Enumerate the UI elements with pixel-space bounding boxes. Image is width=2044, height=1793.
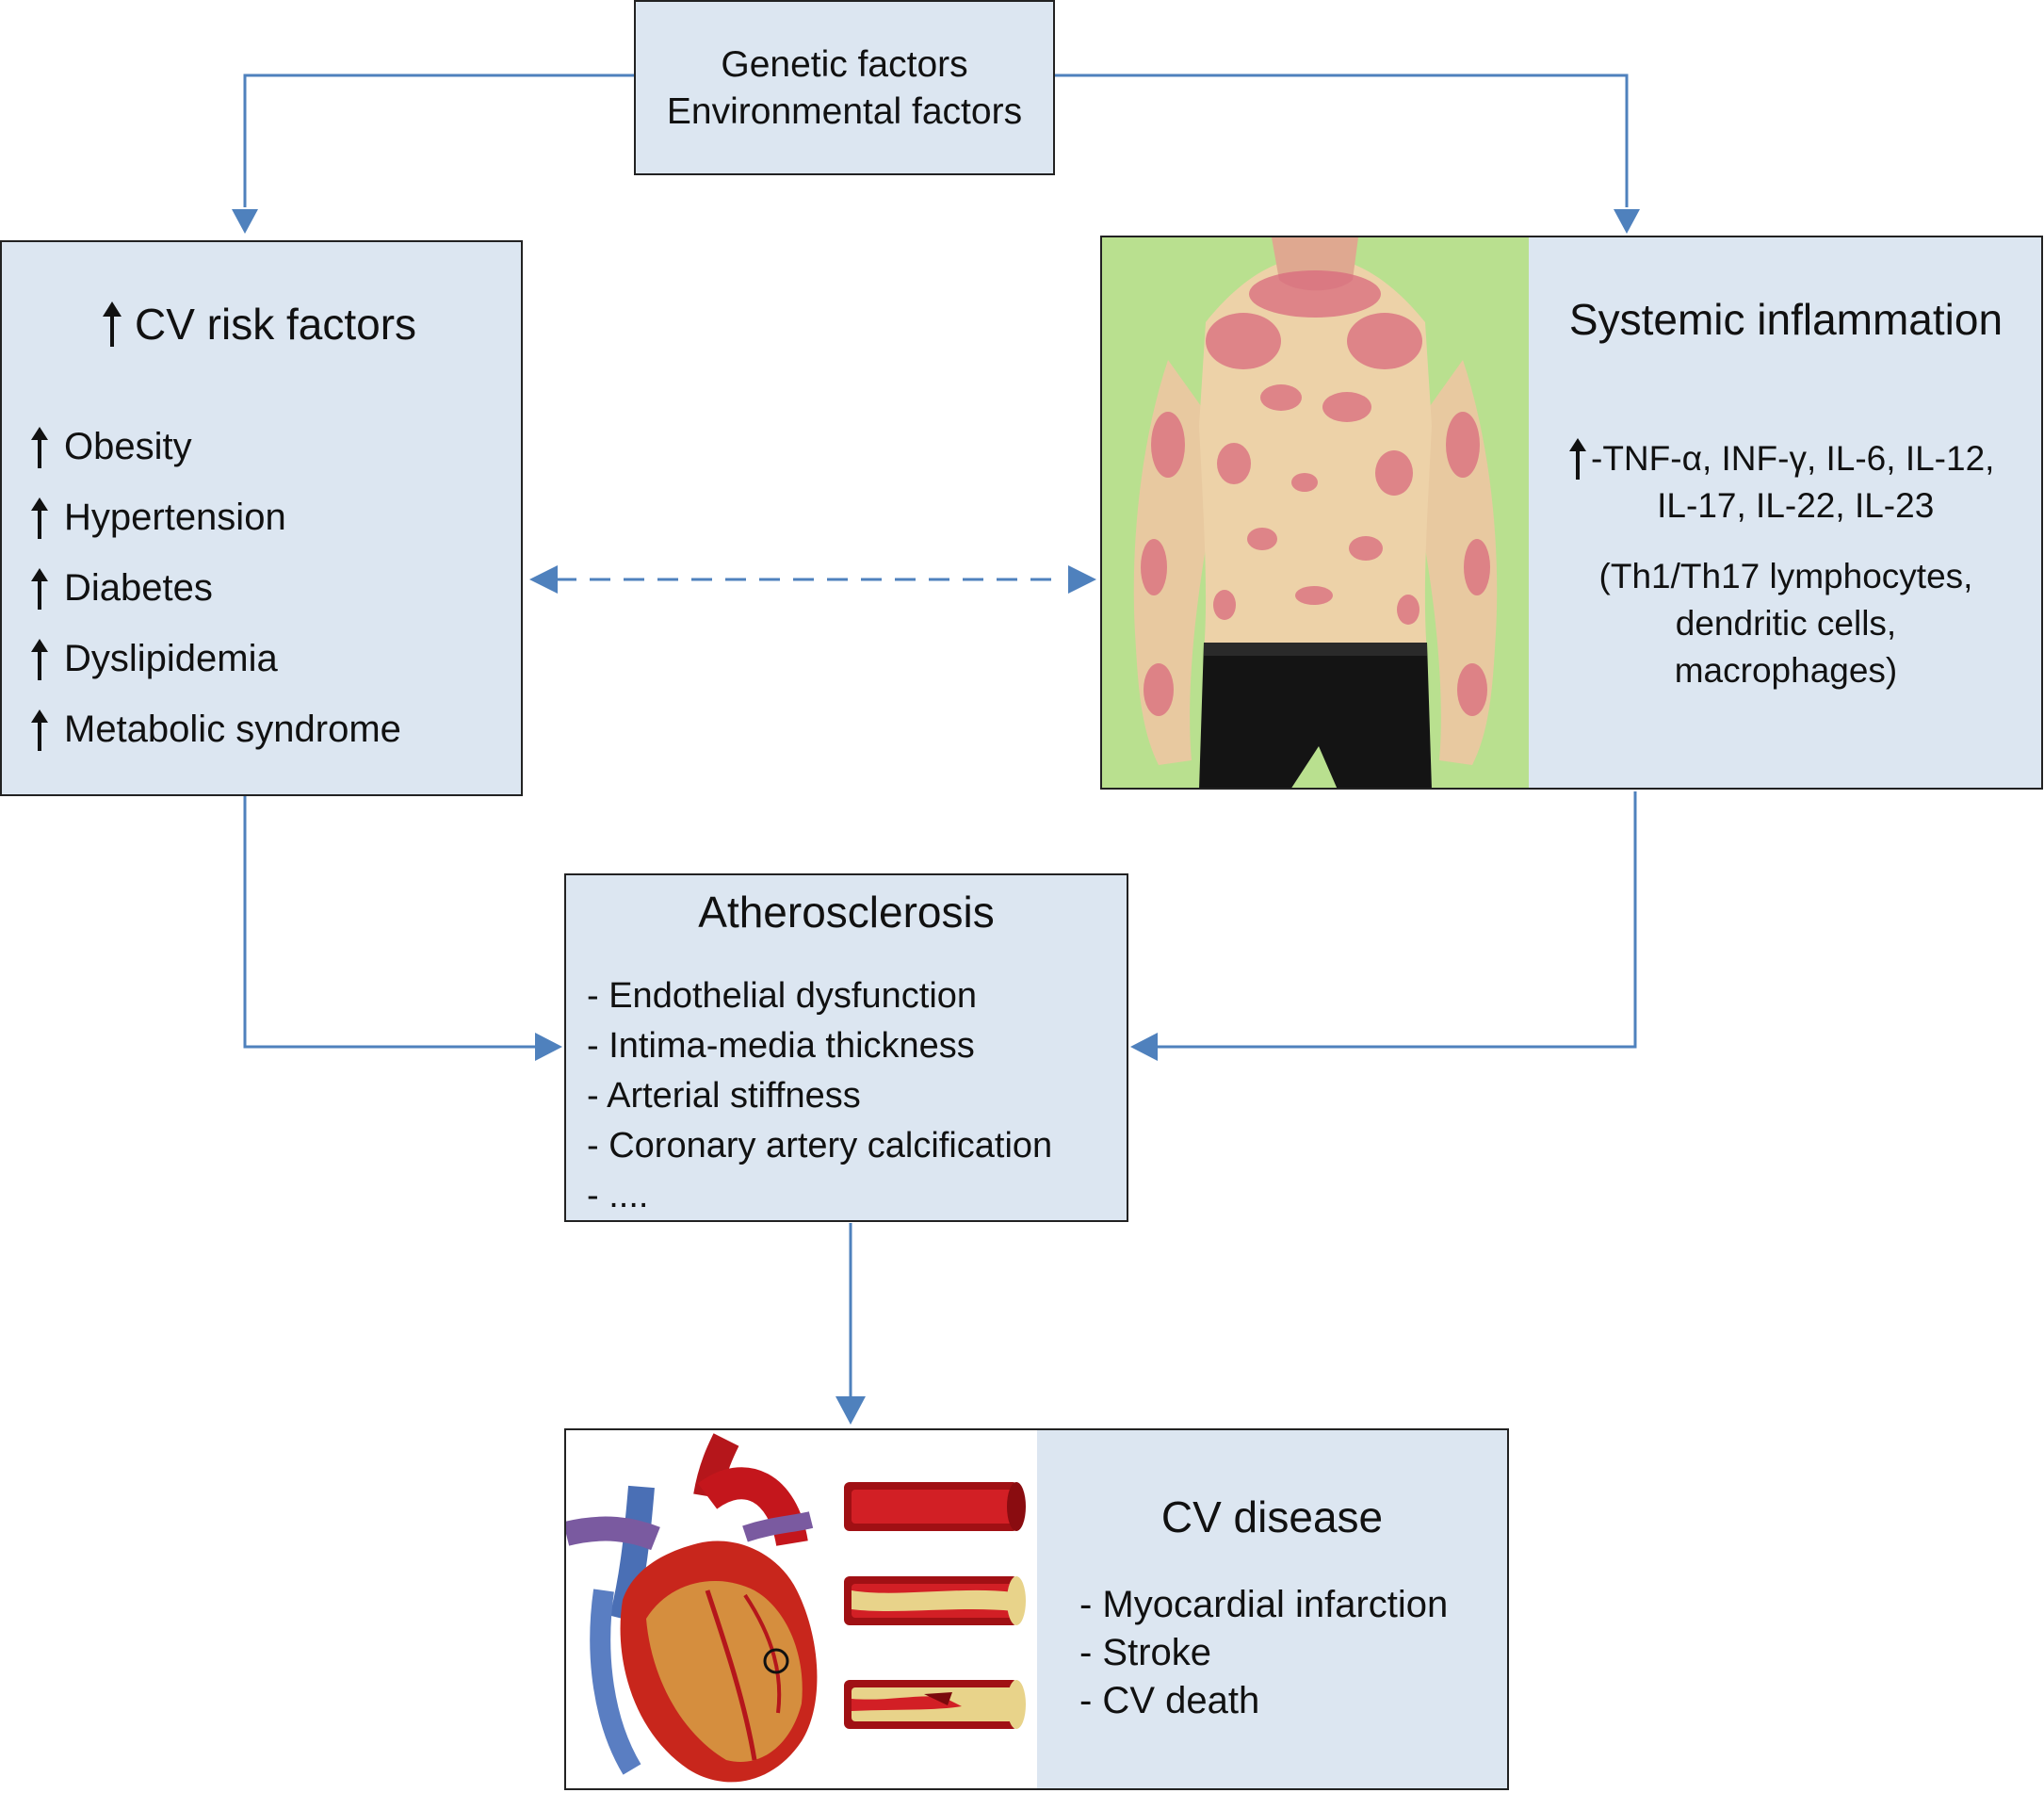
list-item: - Intima-media thickness xyxy=(587,1026,975,1066)
inflammation-text-panel: Systemic inflammation -TNF-α, INF-γ, IL-… xyxy=(1531,237,2041,788)
arrowhead-ath-left xyxy=(535,1033,562,1061)
list-item: - Coronary artery calcification xyxy=(587,1126,1053,1165)
cells-line1: (Th1/Th17 lymphocytes, xyxy=(1598,557,1973,595)
cv-risk-factors-box: CV risk factors Obesity Hypertension Dia… xyxy=(0,240,523,796)
risk-item-label: Dyslipidemia xyxy=(64,638,278,679)
arrow-top-to-inflammation xyxy=(1055,73,1629,207)
arrowhead-inflammation xyxy=(1614,209,1640,234)
atherosclerosis-box: Atherosclerosis - Endothelial dysfunctio… xyxy=(564,873,1128,1222)
atherosclerosis-title: Atherosclerosis xyxy=(698,888,995,937)
arrowhead-cvd xyxy=(835,1396,866,1425)
list-item: Dyslipidemia xyxy=(30,624,401,694)
arrow-top-to-risk xyxy=(243,73,634,207)
list-item: Obesity xyxy=(30,412,401,482)
risk-factor-list: Obesity Hypertension Diabetes Dyslipidem… xyxy=(30,412,401,765)
arrow-inflammation-to-ath xyxy=(1157,791,1637,1049)
cells-line3: macrophages) xyxy=(1674,651,1898,690)
list-item: - Endothelial dysfunction xyxy=(587,976,978,1016)
list-item: Hypertension xyxy=(30,482,401,553)
psoriasis-patient-photo xyxy=(1102,237,1529,788)
genetic-factors-label: Genetic factors xyxy=(721,44,968,85)
up-arrow-icon xyxy=(1569,438,1586,480)
arrow-risk-to-ath xyxy=(243,796,537,1049)
systemic-inflammation-box: Systemic inflammation -TNF-α, INF-γ, IL-… xyxy=(1100,236,2043,790)
risk-item-label: Metabolic syndrome xyxy=(64,709,401,750)
cv-disease-text-panel: CV disease - Myocardial infarction - Str… xyxy=(1037,1430,1507,1788)
heart-artery-illustration xyxy=(562,1430,1037,1788)
arrowhead-dashed-right xyxy=(1068,565,1096,594)
cv-risk-factors-title: CV risk factors xyxy=(101,299,416,350)
cv-risk-factors-title-text: CV risk factors xyxy=(135,300,417,349)
systemic-inflammation-title: Systemic inflammation xyxy=(1568,295,2003,344)
list-item: Diabetes xyxy=(30,553,401,624)
up-arrow-icon xyxy=(31,638,48,680)
arrowhead-dashed-left xyxy=(529,565,558,594)
cv-disease-list: - Myocardial infarction - Stroke - CV de… xyxy=(1079,1581,1448,1725)
list-item: - CV death xyxy=(1079,1680,1260,1721)
up-arrow-icon xyxy=(31,497,48,539)
up-arrow-icon xyxy=(103,302,122,347)
cv-disease-title: CV disease xyxy=(1160,1492,1384,1541)
cytokines-line2: IL-17, IL-22, IL-23 xyxy=(1657,486,1935,525)
list-item: - Arterial stiffness xyxy=(587,1076,861,1116)
immune-cells-list: (Th1/Th17 lymphocytes, dendritic cells, … xyxy=(1531,553,2041,694)
list-item: Metabolic syndrome xyxy=(30,694,401,765)
environmental-factors-label: Environmental factors xyxy=(666,91,1023,132)
atherosclerosis-list: - Endothelial dysfunction - Intima-media… xyxy=(587,971,1052,1221)
risk-item-label: Diabetes xyxy=(64,567,213,609)
cytokines-line1: -TNF-α, INF-γ, IL-6, IL-12, xyxy=(1591,439,1995,478)
arrowhead-risk xyxy=(232,209,258,234)
cells-line2: dendritic cells, xyxy=(1675,604,1897,643)
risk-item-label: Hypertension xyxy=(64,497,286,538)
cytokine-list: -TNF-α, INF-γ, IL-6, IL-12, IL-17, IL-22… xyxy=(1568,435,1994,530)
list-item: - Stroke xyxy=(1079,1632,1212,1673)
arrowhead-ath-right xyxy=(1130,1033,1158,1061)
up-arrow-icon xyxy=(31,567,48,610)
up-arrow-icon xyxy=(31,426,48,468)
up-arrow-icon xyxy=(31,709,48,751)
cv-disease-box: CV disease - Myocardial infarction - Str… xyxy=(562,1428,1509,1790)
psoriasis-body-illustration xyxy=(1102,237,1529,788)
list-item: - Myocardial infarction xyxy=(1079,1584,1449,1625)
risk-item-label: Obesity xyxy=(64,426,192,467)
heart-illustration xyxy=(562,1433,1026,1783)
list-item: - .... xyxy=(587,1176,649,1215)
genetic-environmental-box: Genetic factors Environmental factors xyxy=(634,0,1055,175)
